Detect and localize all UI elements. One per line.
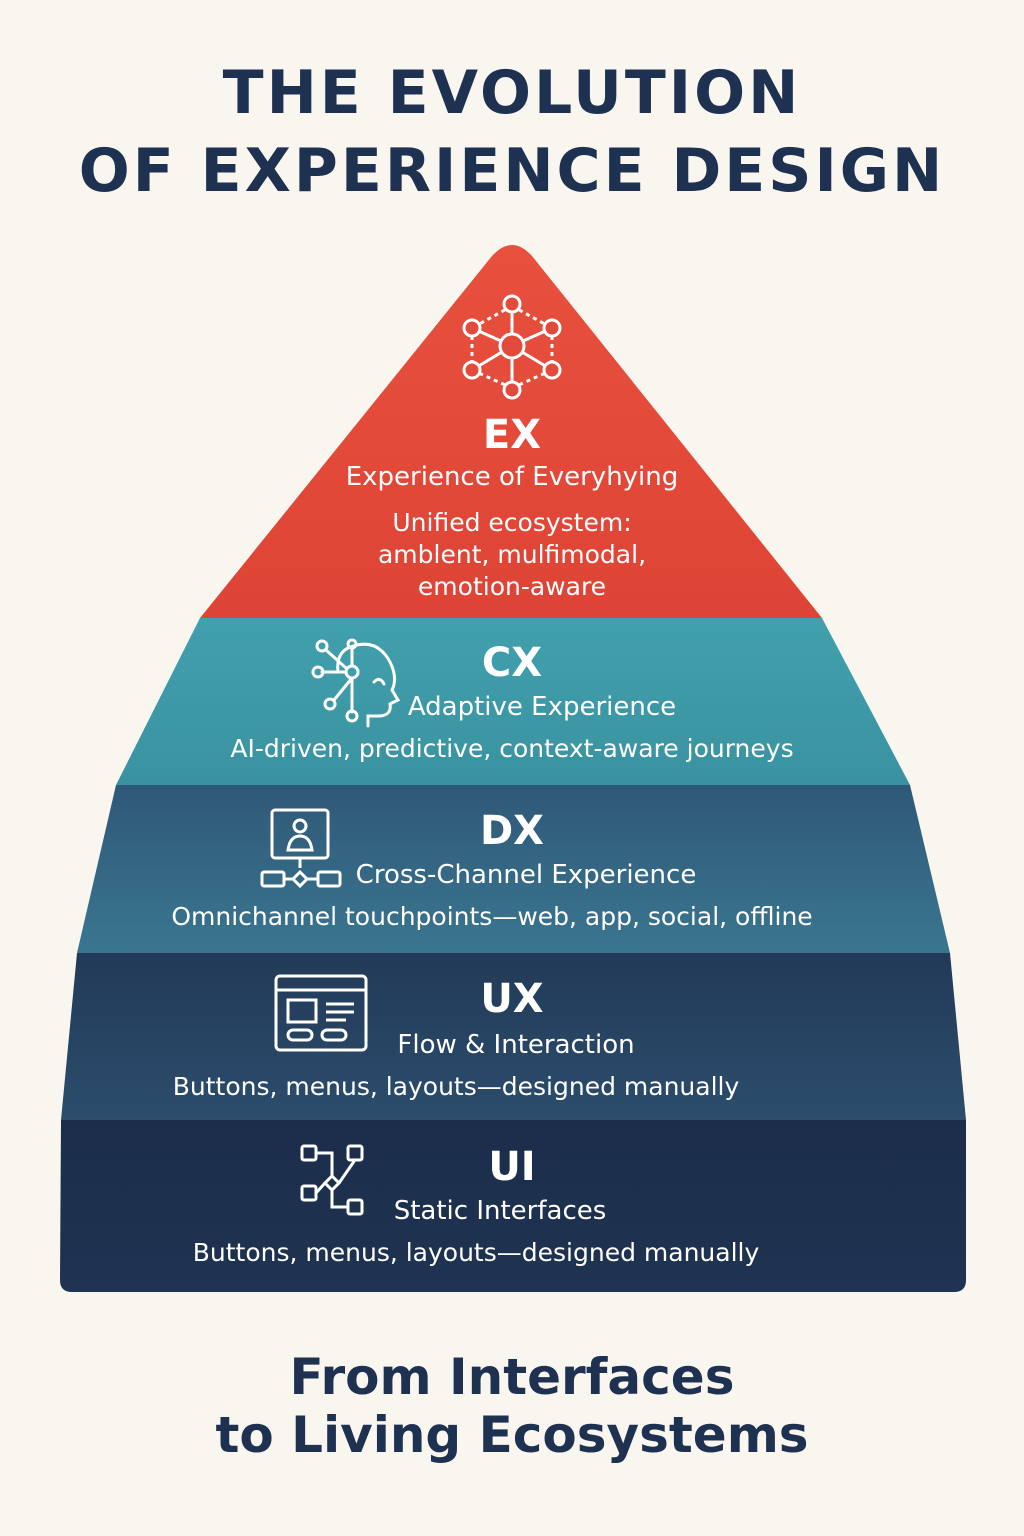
tier-ux-description: Buttons, menus, layouts—designed manuall… [172,1072,740,1101]
tier-ui-abbr: UI [488,1144,536,1190]
ai-head-icon [311,638,401,728]
tier-ui-shape [60,1120,966,1292]
flowchart-nodes-icon [300,1144,364,1216]
tier-cx-name: Adaptive Experience [407,692,677,722]
tier-cx-abbr: CX [481,640,543,686]
tier-ex-name: Experience of Everyhying [345,462,679,492]
tier-ux-abbr: UX [480,976,544,1022]
monitor-user-flow-icon [260,808,342,889]
tier-ex-description-line-3: emotion-aware [417,572,607,601]
footer-line-1: From Interfaces [289,1348,735,1406]
tier-ex-description-line-2: amblent, mulfimodal, [377,540,647,569]
tier-ex-abbr: EX [482,412,542,458]
tier-ux-name: Flow & Interaction [397,1030,635,1060]
title-line-1: THE EVOLUTION [222,58,802,128]
browser-window-icon [274,974,368,1052]
tier-dx-description: Omnichannel touchpoints—web, app, social… [171,902,813,931]
network-hexagon-icon [462,294,562,400]
tier-ui-name: Static Interfaces [393,1196,607,1226]
tier-ux-shape [61,953,966,1120]
title-line-2: OF EXPERIENCE DESIGN [78,136,946,206]
tier-ui-description: Buttons, menus, layouts—designed manuall… [192,1238,760,1267]
tier-cx-shape [116,618,910,785]
tier-cx-description: AI-driven, predictive, context-aware jou… [230,734,794,763]
tier-ex-description-line-1: Unified ecosystem: [392,508,632,537]
tier-dx-name: Cross-Channel Experience [355,860,697,890]
tier-ex-shape [200,245,822,618]
tier-dx-abbr: DX [479,808,545,854]
footer-line-2: to Living Ecosystems [215,1406,809,1464]
